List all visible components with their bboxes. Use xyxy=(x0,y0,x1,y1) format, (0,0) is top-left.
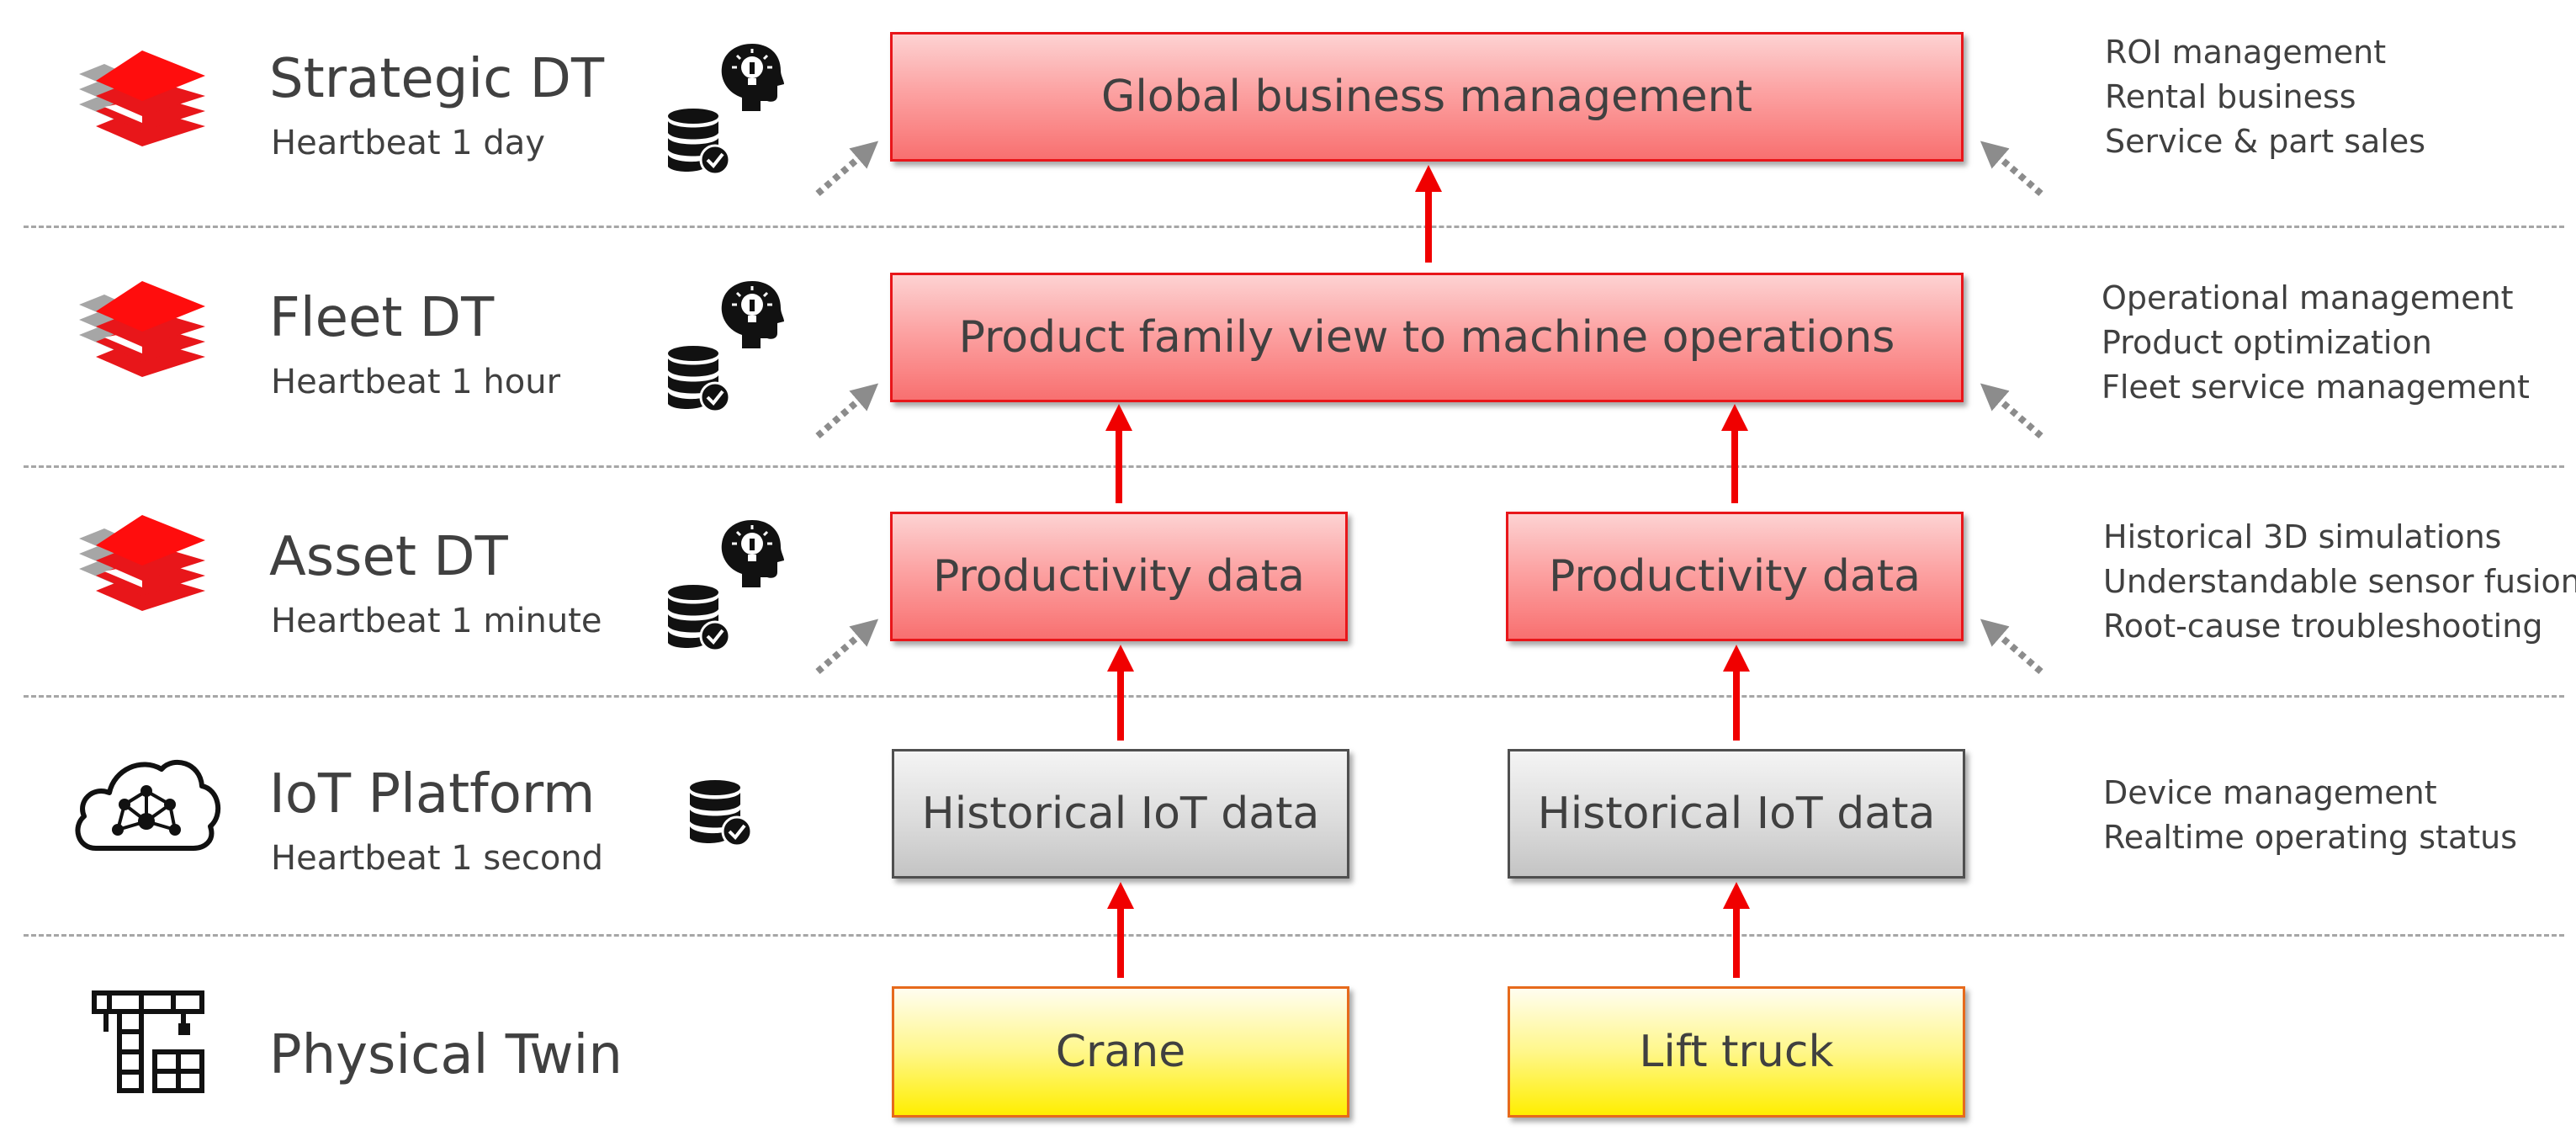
database-check-icon xyxy=(668,109,730,175)
feedback-arrow-left xyxy=(815,383,879,439)
box-crane: Crane xyxy=(892,986,1349,1118)
layered-twin-icon xyxy=(79,281,205,377)
description-item: Product optimization xyxy=(2102,324,2432,361)
heartbeat-asset: Heartbeat 1 minute xyxy=(271,602,602,640)
description-item: Fleet service management xyxy=(2102,369,2530,406)
description-item: Root-cause troubleshooting xyxy=(2103,608,2543,645)
layer-divider xyxy=(24,226,2564,228)
feedback-arrow-right xyxy=(1980,383,2043,439)
heartbeat-strategic: Heartbeat 1 day xyxy=(271,124,545,162)
description-list-iot: Device management Realtime operating sta… xyxy=(2103,771,2517,860)
box-productivity-data-lift-truck: Productivity data xyxy=(1506,512,1964,641)
feedback-arrow-right xyxy=(1980,619,2043,675)
description-item: Rental business xyxy=(2105,78,2356,115)
box-historical-iot-data-lift-truck: Historical IoT data xyxy=(1508,749,1965,879)
layer-divider xyxy=(24,465,2564,468)
description-item: Realtime operating status xyxy=(2103,819,2518,856)
database-check-icon xyxy=(668,585,730,651)
ai-brain-head-icon xyxy=(721,281,784,348)
database-check-icon xyxy=(668,346,730,412)
cloud-network-icon xyxy=(75,759,220,851)
layer-divider xyxy=(24,695,2564,698)
ai-brain-head-icon xyxy=(721,44,784,111)
crane-icon xyxy=(92,990,204,1093)
box-global-business-management: Global business management xyxy=(890,32,1964,162)
feedback-arrow-right xyxy=(1980,141,2043,197)
box-historical-iot-data-crane: Historical IoT data xyxy=(892,749,1349,879)
layer-title-fleet: Fleet DT xyxy=(269,287,495,349)
description-list-asset: Historical 3D simulations Understandable… xyxy=(2103,515,2576,649)
layer-title-strategic: Strategic DT xyxy=(269,48,605,110)
description-item: Operational management xyxy=(2102,279,2514,316)
feedback-arrow-left xyxy=(815,141,879,197)
description-list-strategic: ROI management Rental business Service &… xyxy=(2105,30,2425,164)
database-check-icon xyxy=(690,780,752,847)
description-list-fleet: Operational management Product optimizat… xyxy=(2102,276,2530,410)
description-item: Device management xyxy=(2103,774,2437,811)
feedback-arrow-left xyxy=(815,619,879,675)
box-lift-truck: Lift truck xyxy=(1508,986,1965,1118)
description-item: Understandable sensor fusion xyxy=(2103,563,2576,600)
description-item: Historical 3D simulations xyxy=(2103,518,2502,555)
layer-title-physical: Physical Twin xyxy=(269,1024,623,1086)
heartbeat-fleet: Heartbeat 1 hour xyxy=(271,363,561,401)
layer-title-asset: Asset DT xyxy=(269,526,508,588)
description-item: ROI management xyxy=(2105,34,2387,71)
heartbeat-iot: Heartbeat 1 second xyxy=(271,839,604,878)
box-productivity-data-crane: Productivity data xyxy=(890,512,1348,641)
layered-twin-icon xyxy=(79,515,205,611)
description-item: Service & part sales xyxy=(2105,123,2426,160)
layered-twin-icon xyxy=(79,50,205,146)
ai-brain-head-icon xyxy=(721,520,784,587)
layer-title-iot: IoT Platform xyxy=(269,763,596,826)
box-product-family-view: Product family view to machine operation… xyxy=(890,273,1964,402)
layer-divider xyxy=(24,934,2564,937)
